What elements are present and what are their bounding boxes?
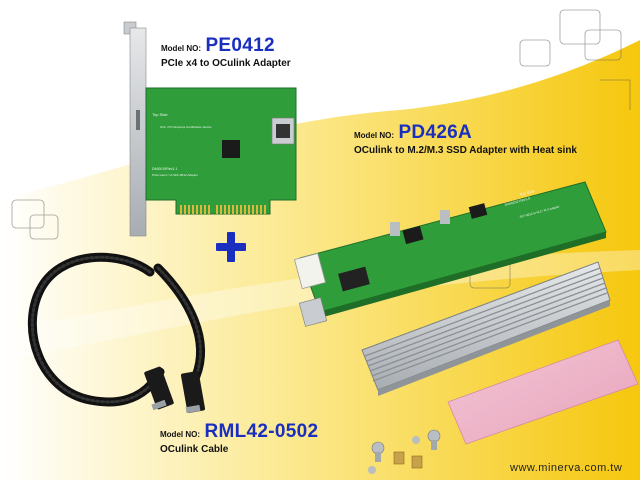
plus-icon	[216, 232, 246, 262]
pe0412-label: Model NO: PE0412 PCIe x4 to OCulink Adap…	[161, 35, 291, 69]
pe0412-board-silk-2: D460019Rev1.1	[152, 167, 177, 171]
rml42-label: Model NO: RML42-0502 OCulink Cable	[160, 421, 318, 455]
pe0412-board-silk-3: PCIe Gen4 / x4 SFF-8612 Adapter	[152, 173, 198, 177]
pd426a-board: Top Side D440203 Rev1.0 SFF-8612 to M.2 …	[294, 181, 607, 327]
pe0412-description: PCIe x4 to OCulink Adapter	[161, 58, 291, 69]
pd426a-model-prefix: Model NO:	[354, 131, 394, 140]
pd426a-thermal-pad	[447, 339, 639, 445]
rml42-description: OCulink Cable	[160, 444, 229, 455]
rml42-model-number: RML42-0502	[204, 421, 319, 442]
pe0412-model-number: PE0412	[205, 35, 275, 56]
pd426a-label: Model NO: PD426A OCulink to M.2/M.3 SSD …	[354, 122, 577, 156]
pe0412-board-silk-1: OCL / PCI Express Certification device	[160, 125, 212, 129]
rml42-cable	[27, 252, 205, 407]
pe0412-model-prefix: Model NO:	[161, 44, 201, 53]
pd426a-description: OCulink to M.2/M.3 SSD Adapter with Heat…	[354, 145, 577, 156]
pd426a-board-silk-1: D440203 Rev1.0	[504, 196, 530, 207]
pd426a-heatsink	[361, 261, 611, 396]
pe0412-board-top-side: Top Side	[152, 112, 168, 117]
pd426a-board-top-side: Top Side	[519, 188, 536, 197]
white-band	[0, 250, 640, 360]
rml42-model-prefix: Model NO:	[160, 430, 200, 439]
website-url[interactable]: www.minerva.com.tw	[510, 462, 623, 474]
rml42-connectors	[144, 366, 206, 414]
pe0412-board: Top Side OCL / PCI Express Certification…	[145, 87, 297, 215]
screws	[368, 429, 441, 474]
pd426a-model-number: PD426A	[398, 122, 473, 143]
